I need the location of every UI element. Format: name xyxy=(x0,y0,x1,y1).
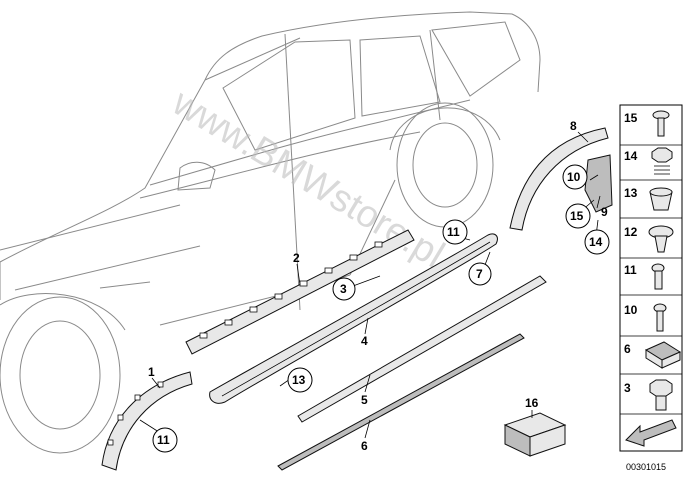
callout-15: 15 xyxy=(570,209,584,223)
callout-2: 2 xyxy=(293,251,300,265)
rail-clips xyxy=(199,241,383,339)
legend-label-12: 12 xyxy=(624,225,638,239)
watermark-text: www.BMWstore.pl xyxy=(165,81,452,276)
callout-6: 6 xyxy=(361,439,368,453)
catalog-number: 00301015 xyxy=(626,462,666,472)
callout-11-bottom: 11 xyxy=(157,433,170,447)
legend-label-6: 6 xyxy=(624,342,631,356)
sill-support-rail xyxy=(185,229,415,355)
legend-label-10: 10 xyxy=(624,303,638,317)
legend-label-13: 13 xyxy=(624,186,638,200)
fastener-legend: 15 14 13 12 11 10 6 3 xyxy=(619,104,683,452)
callout-9: 9 xyxy=(601,205,608,219)
callout-10: 10 xyxy=(567,170,581,184)
callout-7: 7 xyxy=(476,267,483,281)
front-wheel-arch-trim xyxy=(101,371,193,471)
legend-label-3: 3 xyxy=(624,381,631,395)
expanding-rivet-icon xyxy=(651,263,665,290)
thin-trim-strip xyxy=(277,333,525,471)
legend-label-15: 15 xyxy=(624,111,638,125)
nut-icon xyxy=(651,147,673,175)
pin-rivet-icon xyxy=(653,303,667,332)
grommet-icon xyxy=(644,341,682,369)
callout-3: 3 xyxy=(340,282,347,296)
callouts: 1 2 3 4 5 6 7 8 9 10 11 11 13 14 15 16 xyxy=(148,119,610,453)
side-sill-cover xyxy=(209,233,498,404)
callout-1: 1 xyxy=(148,365,155,379)
sill-trim-strip xyxy=(297,275,547,423)
callout-4: 4 xyxy=(361,334,368,348)
front-arch-clips xyxy=(107,381,164,446)
rear-wheel-arch-trim xyxy=(509,127,609,231)
bolt-icon xyxy=(649,379,673,411)
sill-cover-edge xyxy=(221,241,491,397)
clip-icon xyxy=(649,187,673,211)
rivet-icon xyxy=(648,225,674,253)
callout-14: 14 xyxy=(589,235,603,249)
callout-11-top: 11 xyxy=(447,225,460,239)
legend-label-11: 11 xyxy=(624,263,637,277)
legend-label-14: 14 xyxy=(624,149,638,163)
arrow-icon xyxy=(625,419,677,447)
callout-5: 5 xyxy=(361,393,368,407)
callout-13: 13 xyxy=(292,373,306,387)
callout-8: 8 xyxy=(570,119,577,133)
rear-arch-bracket xyxy=(584,154,613,213)
screw-icon xyxy=(652,110,670,137)
callout-16: 16 xyxy=(525,396,539,410)
box-icon xyxy=(503,412,567,457)
